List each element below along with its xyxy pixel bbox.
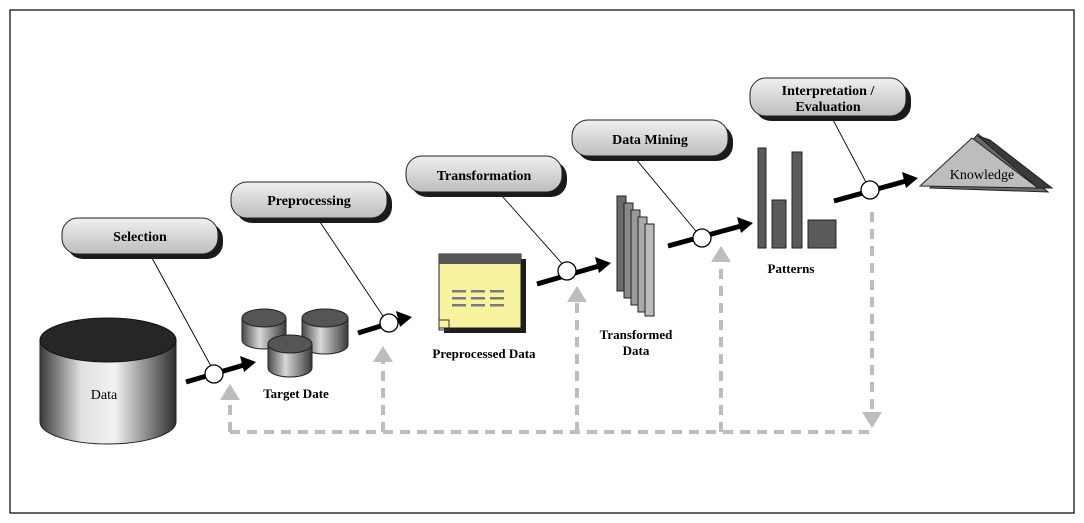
stage-label-transformation: Transformation bbox=[437, 169, 532, 184]
transformed-data-stack-icon bbox=[616, 195, 655, 317]
patterns-bars-icon bbox=[757, 147, 837, 249]
feedback-arrow-up-icon bbox=[711, 246, 731, 262]
stage-box-preprocessing: Preprocessing bbox=[230, 181, 392, 223]
data-label: Data bbox=[91, 388, 118, 403]
junction-circle bbox=[860, 180, 880, 200]
stage-label-selection: Selection bbox=[113, 230, 167, 245]
transformed-data-label-line2: Data bbox=[623, 343, 650, 358]
flow-arrowhead-icon bbox=[595, 257, 611, 273]
stage-pointer-lines bbox=[151, 117, 869, 369]
feedback-loop bbox=[228, 212, 874, 434]
flow-arrowhead-icon bbox=[396, 311, 412, 327]
preprocessed-data-label: Preprocessed Data bbox=[432, 346, 536, 361]
knowledge-pyramid-icon bbox=[918, 133, 1054, 193]
patterns-label: Patterns bbox=[768, 261, 815, 276]
transformed-data-label-line1: Transformed bbox=[600, 327, 673, 342]
diagram-frame bbox=[9, 9, 1075, 514]
feedback-arrow-up-icon bbox=[373, 346, 393, 362]
junction-circles bbox=[204, 180, 880, 384]
feedback-arrow-up-icon bbox=[220, 384, 240, 400]
feedback-arrow-up-icon bbox=[567, 286, 587, 302]
target-data-label: Target Date bbox=[263, 386, 329, 401]
target-data-cylinders-icon bbox=[241, 308, 349, 378]
stage-box-transformation: Transformation bbox=[405, 155, 567, 197]
flow-arrowhead-icon bbox=[240, 356, 256, 372]
stage-box-data-mining: Data Mining bbox=[571, 119, 733, 161]
junction-circle bbox=[379, 313, 399, 333]
stage-label-interpretation-line2: Evaluation bbox=[795, 100, 861, 115]
feedback-arrow-down-icon bbox=[862, 412, 882, 428]
stage-label-interpretation-line1: Interpretation / bbox=[782, 84, 876, 99]
data-cylinder-icon bbox=[39, 317, 177, 445]
stage-label-data-mining: Data Mining bbox=[612, 133, 688, 148]
junction-circle bbox=[204, 364, 224, 384]
flow-arrowhead-icon bbox=[902, 172, 918, 188]
junction-circle bbox=[557, 261, 577, 281]
stage-label-preprocessing: Preprocessing bbox=[267, 194, 350, 209]
stage-box-interpretation: Interpretation / Evaluation bbox=[749, 77, 911, 121]
stage-box-selection: Selection bbox=[61, 217, 223, 259]
preprocessed-document-icon bbox=[438, 253, 526, 333]
junction-circle bbox=[692, 228, 712, 248]
knowledge-label: Knowledge bbox=[950, 168, 1015, 183]
flow-arrowhead-icon bbox=[737, 217, 753, 233]
feedback-arrowheads bbox=[220, 246, 882, 428]
